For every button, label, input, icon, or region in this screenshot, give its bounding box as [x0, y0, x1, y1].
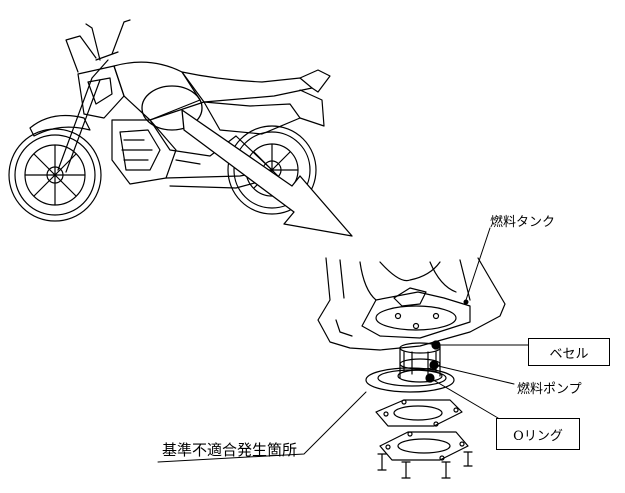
retaining-plate — [379, 431, 469, 461]
o-ring-label-box: Oリング — [496, 418, 580, 450]
motorcycle-illustration — [8, 19, 331, 222]
o-ring-ellipse — [365, 367, 455, 393]
gasket-plate — [375, 399, 463, 427]
fuel-pump-label: 燃料ポンプ — [517, 382, 582, 397]
front-wheel — [8, 128, 102, 222]
defect-location-label: 基準不適合発生箇所 — [162, 441, 298, 459]
bezel-label-box: ベセル — [528, 338, 610, 366]
fuel-tank-detail — [317, 257, 506, 479]
fuel-tank-label: 燃料タンク — [490, 215, 556, 230]
bezel-label: ベセル — [549, 346, 589, 362]
bolts — [377, 451, 473, 479]
leader-lines — [157, 227, 531, 463]
zoom-arrow — [181, 109, 353, 237]
o-ring-label: Oリング — [513, 428, 563, 444]
